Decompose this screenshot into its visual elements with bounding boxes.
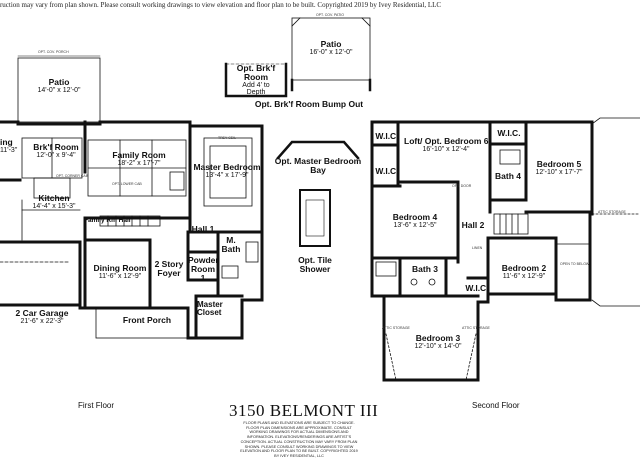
first-floor-label: First Floor <box>78 401 114 410</box>
opt-brkf-room: Opt. Brk'f Room Add 4' to Depth <box>236 63 276 97</box>
opt-brkf-outline <box>224 62 288 98</box>
room-family-rm-hall: Family Rm Hall <box>84 217 131 224</box>
kitchen-island <box>33 177 71 199</box>
room-wic-2: W.I.C. <box>497 128 521 138</box>
open-to-below-note: OPEN TO BELOW <box>560 262 590 266</box>
opt-tile-shower-outline <box>299 189 331 247</box>
room-wic-4: W.I.C. <box>465 283 489 293</box>
room-wic-1: W.I.C. <box>375 131 399 141</box>
second-floor-outer-wall <box>370 120 594 382</box>
room-two-story-foyer: 2 Story Foyer <box>154 259 184 278</box>
room-hall-1: Hall 1 <box>191 224 215 234</box>
first-floor-stairs <box>99 215 161 227</box>
opt-master-bay-outline <box>276 140 360 160</box>
fine-print: FLOOR PLANS AND ELEVATIONS ARE SUBJECT T… <box>240 421 358 459</box>
disclaimer-top: truction may vary from plan shown. Pleas… <box>0 1 442 9</box>
trey-ceiling-note: TREY CEIL <box>218 136 237 140</box>
opt-tile-shower: Opt. Tile Shower <box>298 255 332 274</box>
attic-storage-note-left: ATTIC STORAGE <box>382 326 410 330</box>
opt-cov-porch-note: OPT. COV. PORCH <box>38 50 69 54</box>
second-floor-stairs <box>493 213 529 235</box>
opt-cov-patio-note: OPT. COV. PATIO <box>316 13 344 17</box>
plan-name: 3150 BELMONT III <box>229 401 379 420</box>
room-front-porch: Front Porch <box>122 315 172 325</box>
opt-door-note: OPT. DOOR <box>452 184 472 188</box>
room-master-bath: M. Bath <box>221 235 241 254</box>
patio-outline <box>17 57 101 123</box>
linen-note: LINEN <box>472 246 483 250</box>
room-wic-3: W.I.C. <box>375 166 399 176</box>
attic-storage-note-right: ATTIC STORAGE <box>462 326 490 330</box>
opt-master-bay: Opt. Master Bedroom Bay <box>274 156 362 175</box>
room-powder-1: Powder Room 1 <box>188 255 219 283</box>
room-bath-4: Bath 4 <box>495 171 521 181</box>
opt-lower-cab-note: OPT. LOWER CAB <box>112 182 142 186</box>
attic-storage-note-side: ATTIC STORAGE <box>598 210 626 214</box>
opt-brkf-bump-out: Opt. Brk'f Room Bump Out <box>254 99 364 109</box>
room-bath-3: Bath 3 <box>412 264 438 274</box>
room-hall-2: Hall 2 <box>461 220 485 230</box>
opt-patio-outline <box>291 17 371 81</box>
second-floor-label: Second Floor <box>472 401 520 410</box>
room-master-closet: Master Closet <box>197 300 223 318</box>
opt-corner-cab-note: OPT. CORNER CAB <box>56 174 89 178</box>
